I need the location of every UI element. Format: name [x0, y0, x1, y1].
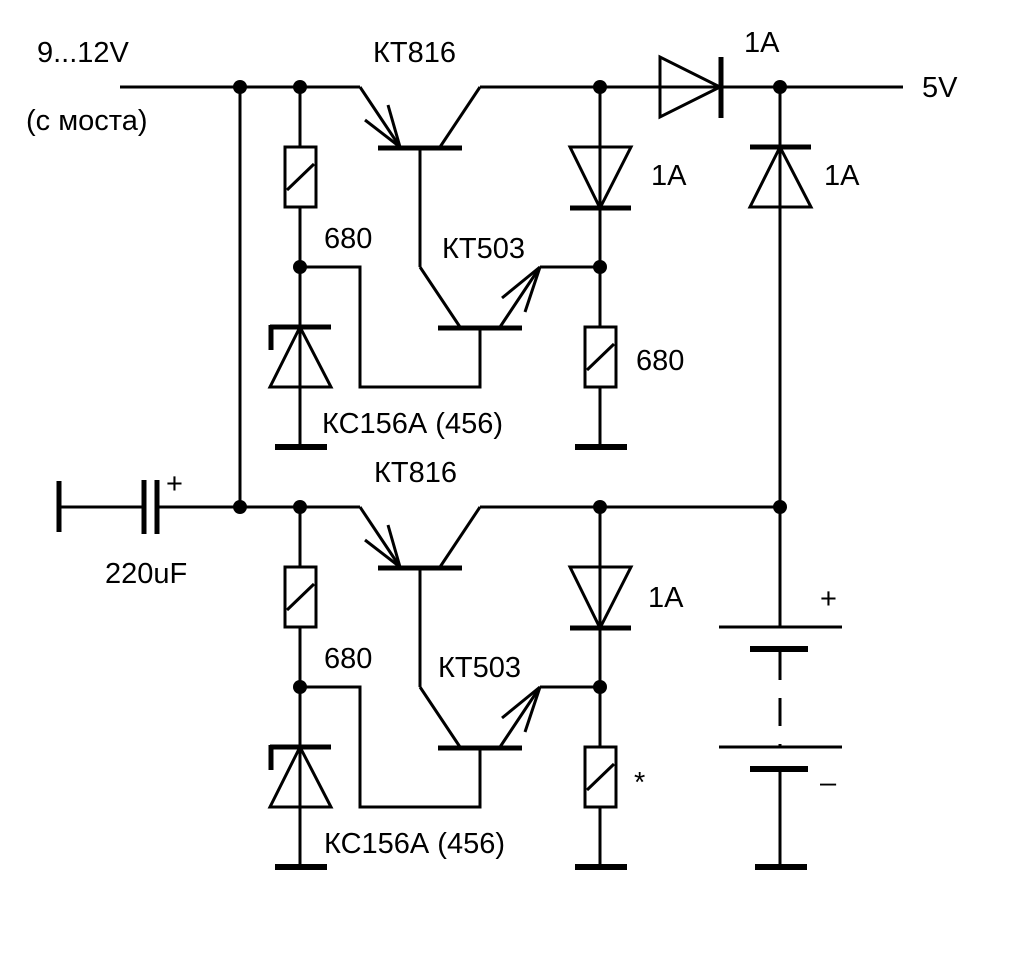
- capacitor-c1: [56, 480, 360, 534]
- base-drive-wire: [300, 265, 482, 389]
- diode-vd6: [567, 507, 634, 747]
- battery-gb1: [719, 507, 842, 870]
- clamp-diode-label: 1A: [824, 160, 860, 192]
- zener-diode-vd1: [267, 267, 334, 450]
- junction-dot: [233, 80, 247, 94]
- top-resistor-right-label: 680: [636, 345, 684, 377]
- capacitor-label: 220uF: [105, 558, 187, 590]
- zener-diode-vd5: [267, 687, 334, 870]
- transistor-kt816-top: [358, 85, 720, 328]
- top-stage: [120, 54, 903, 507]
- top-vertical-diode-label: 1A: [651, 160, 687, 192]
- diode-vd4: [747, 87, 814, 507]
- transistor-kt503-top: [438, 265, 600, 331]
- diode-vd2: [658, 54, 903, 120]
- resistor-r3: [283, 507, 318, 687]
- top-resistor-left-label: 680: [324, 223, 372, 255]
- resistor-r4: [575, 745, 627, 870]
- bottom-zener-label: КС156А (456): [324, 828, 505, 860]
- junction-dot: [233, 500, 247, 514]
- kt503-top-label: КТ503: [442, 233, 525, 265]
- capacitor-polarity-label: +: [166, 468, 183, 500]
- bottom-resistor-right-label: *: [634, 767, 645, 799]
- junction-dot: [593, 260, 607, 274]
- base-drive-wire: [300, 685, 482, 809]
- transistor-kt816-bottom: [358, 505, 780, 748]
- top-zener-label: КС156А (456): [322, 408, 503, 440]
- input-source-label: (с моста): [26, 105, 148, 137]
- resistor-r1: [283, 87, 318, 267]
- kt503-bottom-label: КТ503: [438, 652, 521, 684]
- battery-plus-label: +: [820, 583, 837, 615]
- series-diode-label: 1A: [744, 27, 780, 59]
- output-voltage-label: 5V: [922, 72, 958, 104]
- bottom-stage: [56, 480, 842, 870]
- kt816-bottom-label: КТ816: [374, 457, 457, 489]
- input-voltage-label: 9...12V: [37, 37, 130, 69]
- diode-vd3: [567, 87, 634, 327]
- bottom-resistor-left-label: 680: [324, 643, 372, 675]
- battery-minus-label: –: [820, 767, 837, 799]
- transistor-kt503-bottom: [438, 685, 600, 751]
- kt816-top-label: КТ816: [373, 37, 456, 69]
- labels: 9...12V (с моста) КТ816 1A 5V 1A 1A 680 …: [26, 27, 958, 860]
- resistor-r2: [575, 325, 627, 450]
- junction-dot: [593, 680, 607, 694]
- bottom-vertical-diode-label: 1A: [648, 582, 684, 614]
